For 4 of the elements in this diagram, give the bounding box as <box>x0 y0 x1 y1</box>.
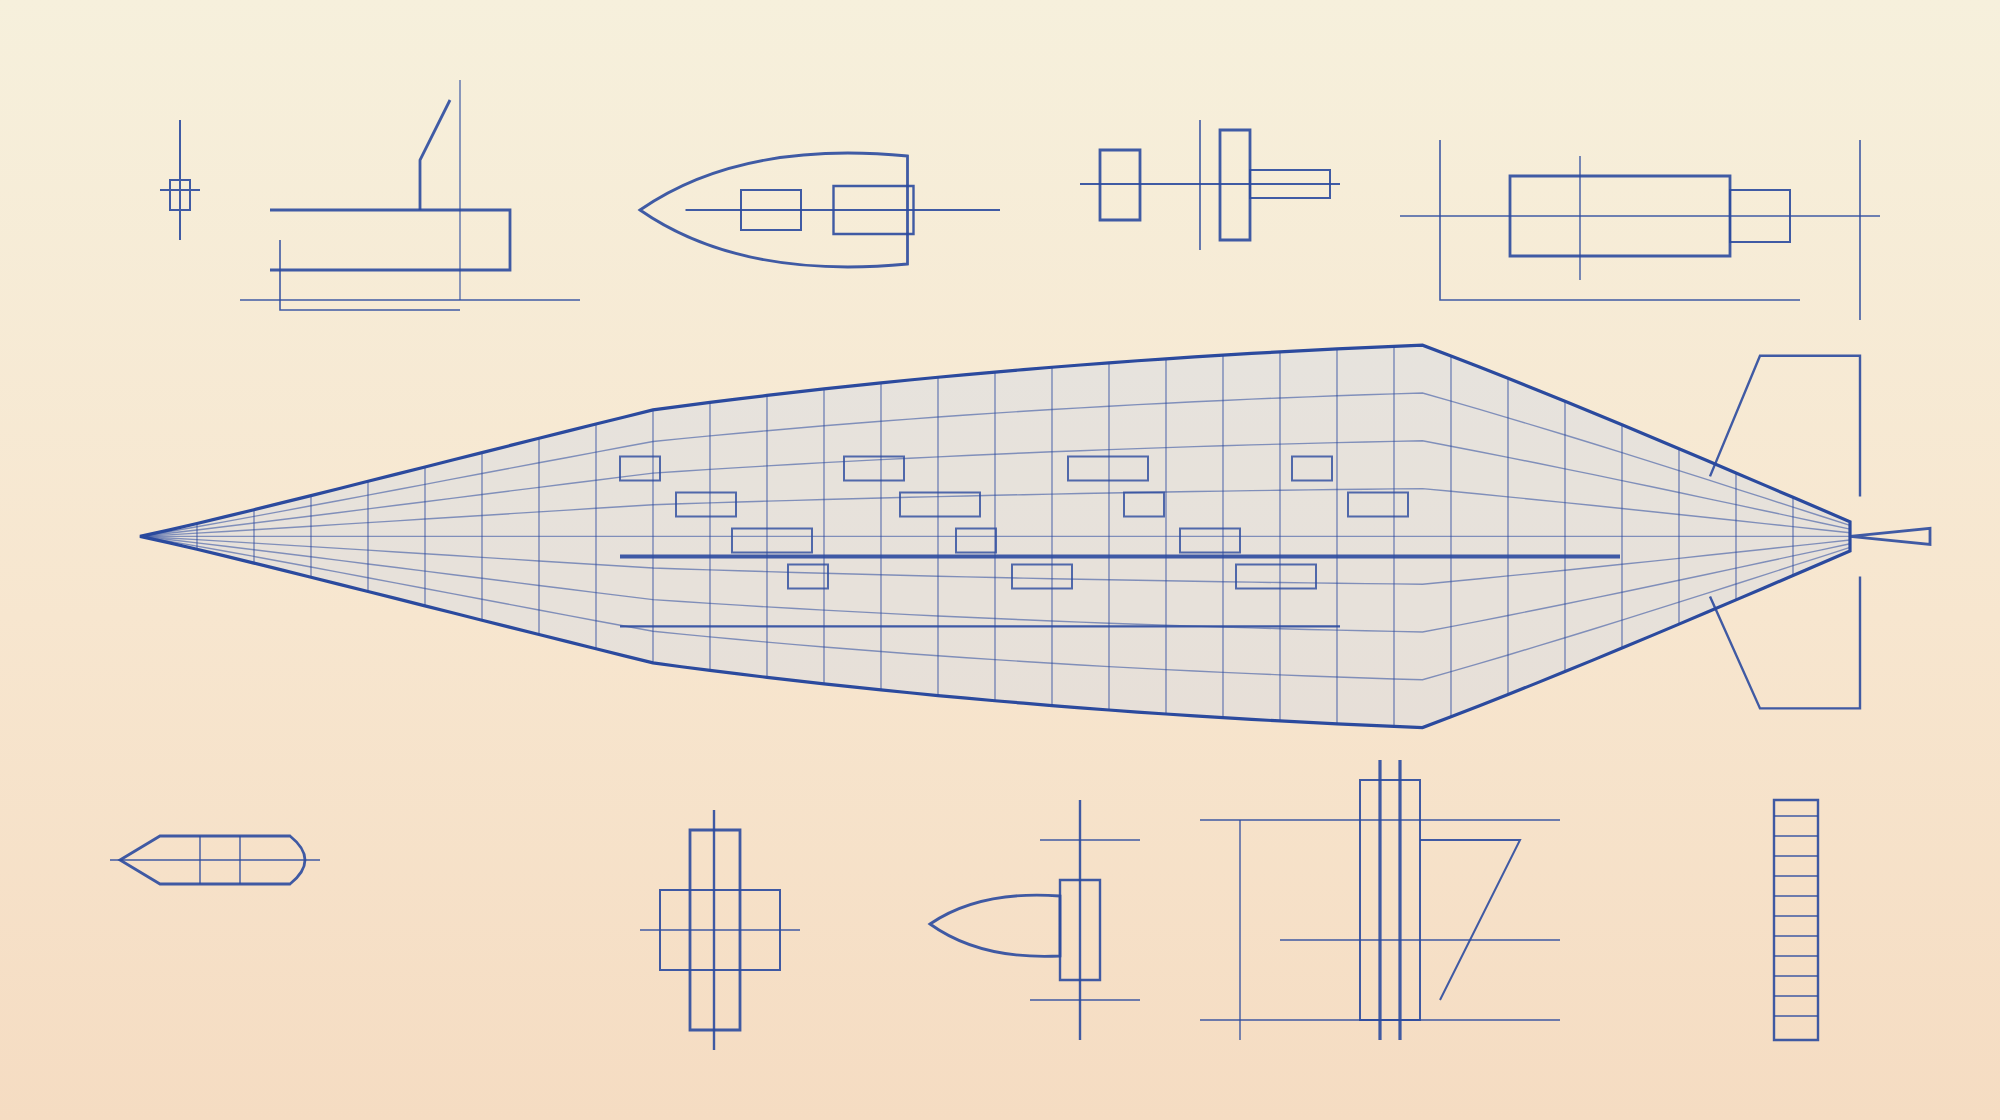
mechanism-drawing <box>1080 120 1340 250</box>
mechanism-drawing <box>640 810 800 1050</box>
housing-drawing <box>1400 140 1880 320</box>
tower-drawing <box>1200 760 1560 1040</box>
